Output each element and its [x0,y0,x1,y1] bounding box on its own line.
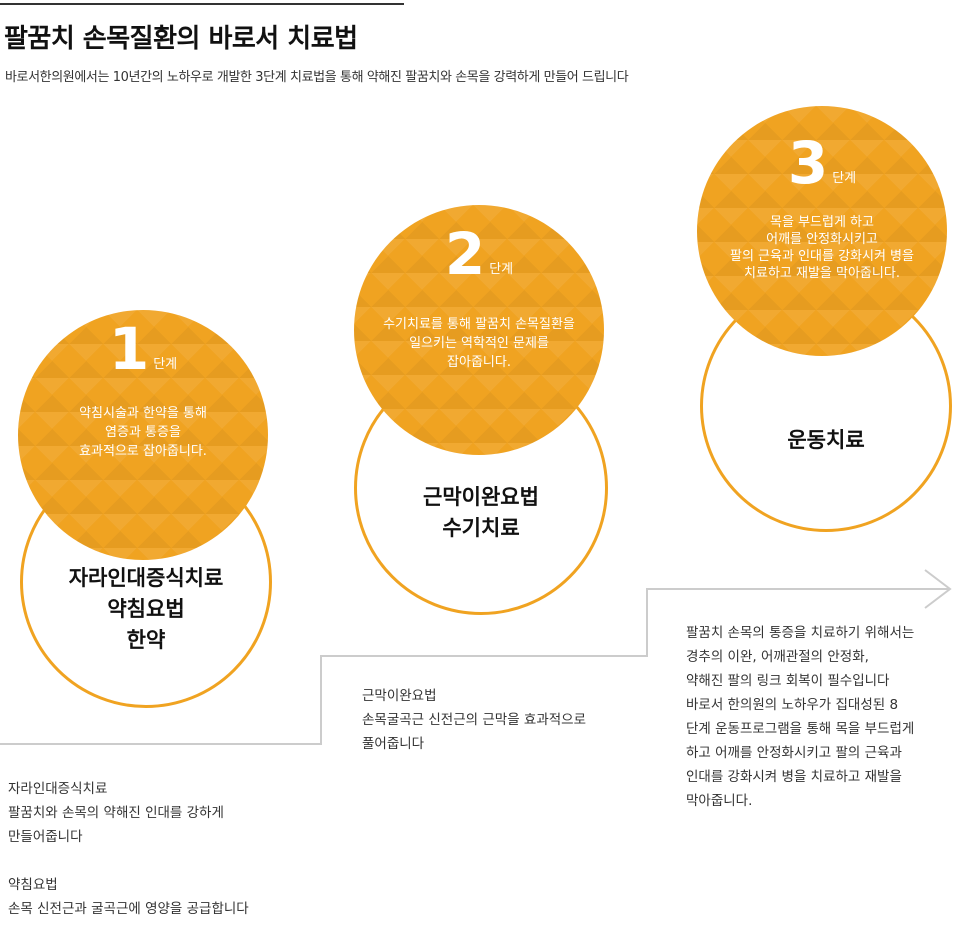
note-line: 손목 신전근과 굴곡근에 영양을 공급합니다 [8,901,249,917]
note-line: 팔꿈치 손목의 통증을 치료하기 위해서는 [686,625,915,641]
note-line: 자라인대증식치료 [8,781,108,797]
step-number: 3 [787,129,829,197]
note-line: 경추의 이완, 어깨관절의 안정화, [686,649,869,665]
note-line: 인대를 강화시켜 병을 치료하고 재발을 [686,769,902,785]
therapy-name: 한약 [126,628,166,652]
therapy-list-1: 자라인대증식치료 약침요법 한약 [23,563,269,656]
step-number: 1 [108,315,150,383]
step-unit: 단계 [489,262,514,277]
therapy-name: 수기치료 [442,516,520,540]
note-line: 약해진 팔의 링크 회복이 필수입니다 [686,673,890,689]
therapy-name: 근막이완요법 [423,485,539,509]
step-1-notes: 자라인대증식치료 팔꿈치와 손목의 약해진 인대를 강하게 만들어줍니다 약침요… [8,777,249,921]
note-line: 근막이완요법 [362,688,437,704]
note-spacer [8,849,249,873]
top-rule [0,3,404,5]
note-line: 풀어줍니다 [362,736,425,752]
description-line: 팔의 근육과 인대를 강화시켜 병을 [730,249,914,264]
step-3-notes: 팔꿈치 손목의 통증을 치료하기 위해서는 경추의 이완, 어깨관절의 안정화,… [686,621,914,813]
description-line: 잡아줍니다. [447,355,511,370]
step-unit: 단계 [153,357,178,372]
therapy-name: 자라인대증식치료 [68,566,224,590]
note-line: 만들어줍니다 [8,829,83,845]
therapy-name: 약침요법 [107,597,185,621]
description-line: 효과적으로 잡아줍니다. [79,444,207,459]
description-line: 수기치료를 통해 팔꿈치 손목질환을 [383,317,575,332]
step-unit: 단계 [832,171,857,186]
step-description-2: 수기치료를 통해 팔꿈치 손목질환을 일으키는 역학적인 문제를 잡아줍니다. [354,315,604,372]
note-line: 하고 어깨를 안정화시키고 팔의 근육과 [686,745,902,761]
step-description-1: 약침시술과 한약을 통해 염증과 통증을 효과적으로 잡아줍니다. [18,404,268,461]
description-line: 염증과 통증을 [105,425,181,440]
description-line: 약침시술과 한약을 통해 [79,406,207,421]
page-subtitle: 바로서한의원에서는 10년간의 노하우로 개발한 3단계 치료법을 통해 약해진… [5,70,629,85]
note-line: 손목굴곡근 신전근의 근막을 효과적으로 [362,712,587,728]
note-line: 바로서 한의원의 노하우가 집대성된 8 [686,697,899,713]
therapy-list-3: 운동치료 [703,425,949,456]
connector-line [0,588,950,745]
note-line: 약침요법 [8,877,58,893]
step-number: 2 [444,220,486,288]
therapy-list-2: 근막이완요법 수기치료 [357,482,605,544]
therapy-name: 운동치료 [787,428,865,452]
note-line: 단계 운동프로그램을 통해 목을 부드럽게 [686,721,915,737]
note-line: 팔꿈치와 손목의 약해진 인대를 강하게 [8,805,224,821]
note-line: 막아줍니다. [686,793,753,809]
step-2-notes: 근막이완요법 손목굴곡근 신전근의 근막을 효과적으로 풀어줍니다 [362,684,586,756]
arrow-head [924,569,952,609]
description-line: 일으키는 역학적인 문제를 [409,336,549,351]
description-line: 어깨를 안정화시키고 [766,232,878,247]
step-description-3: 목을 부드럽게 하고 어깨를 안정화시키고 팔의 근육과 인대를 강화시켜 병을… [697,214,947,282]
description-line: 치료하고 재발을 막아줍니다. [744,266,900,281]
page-title: 팔꿈치 손목질환의 바로서 치료법 [4,24,358,54]
description-line: 목을 부드럽게 하고 [770,215,874,230]
